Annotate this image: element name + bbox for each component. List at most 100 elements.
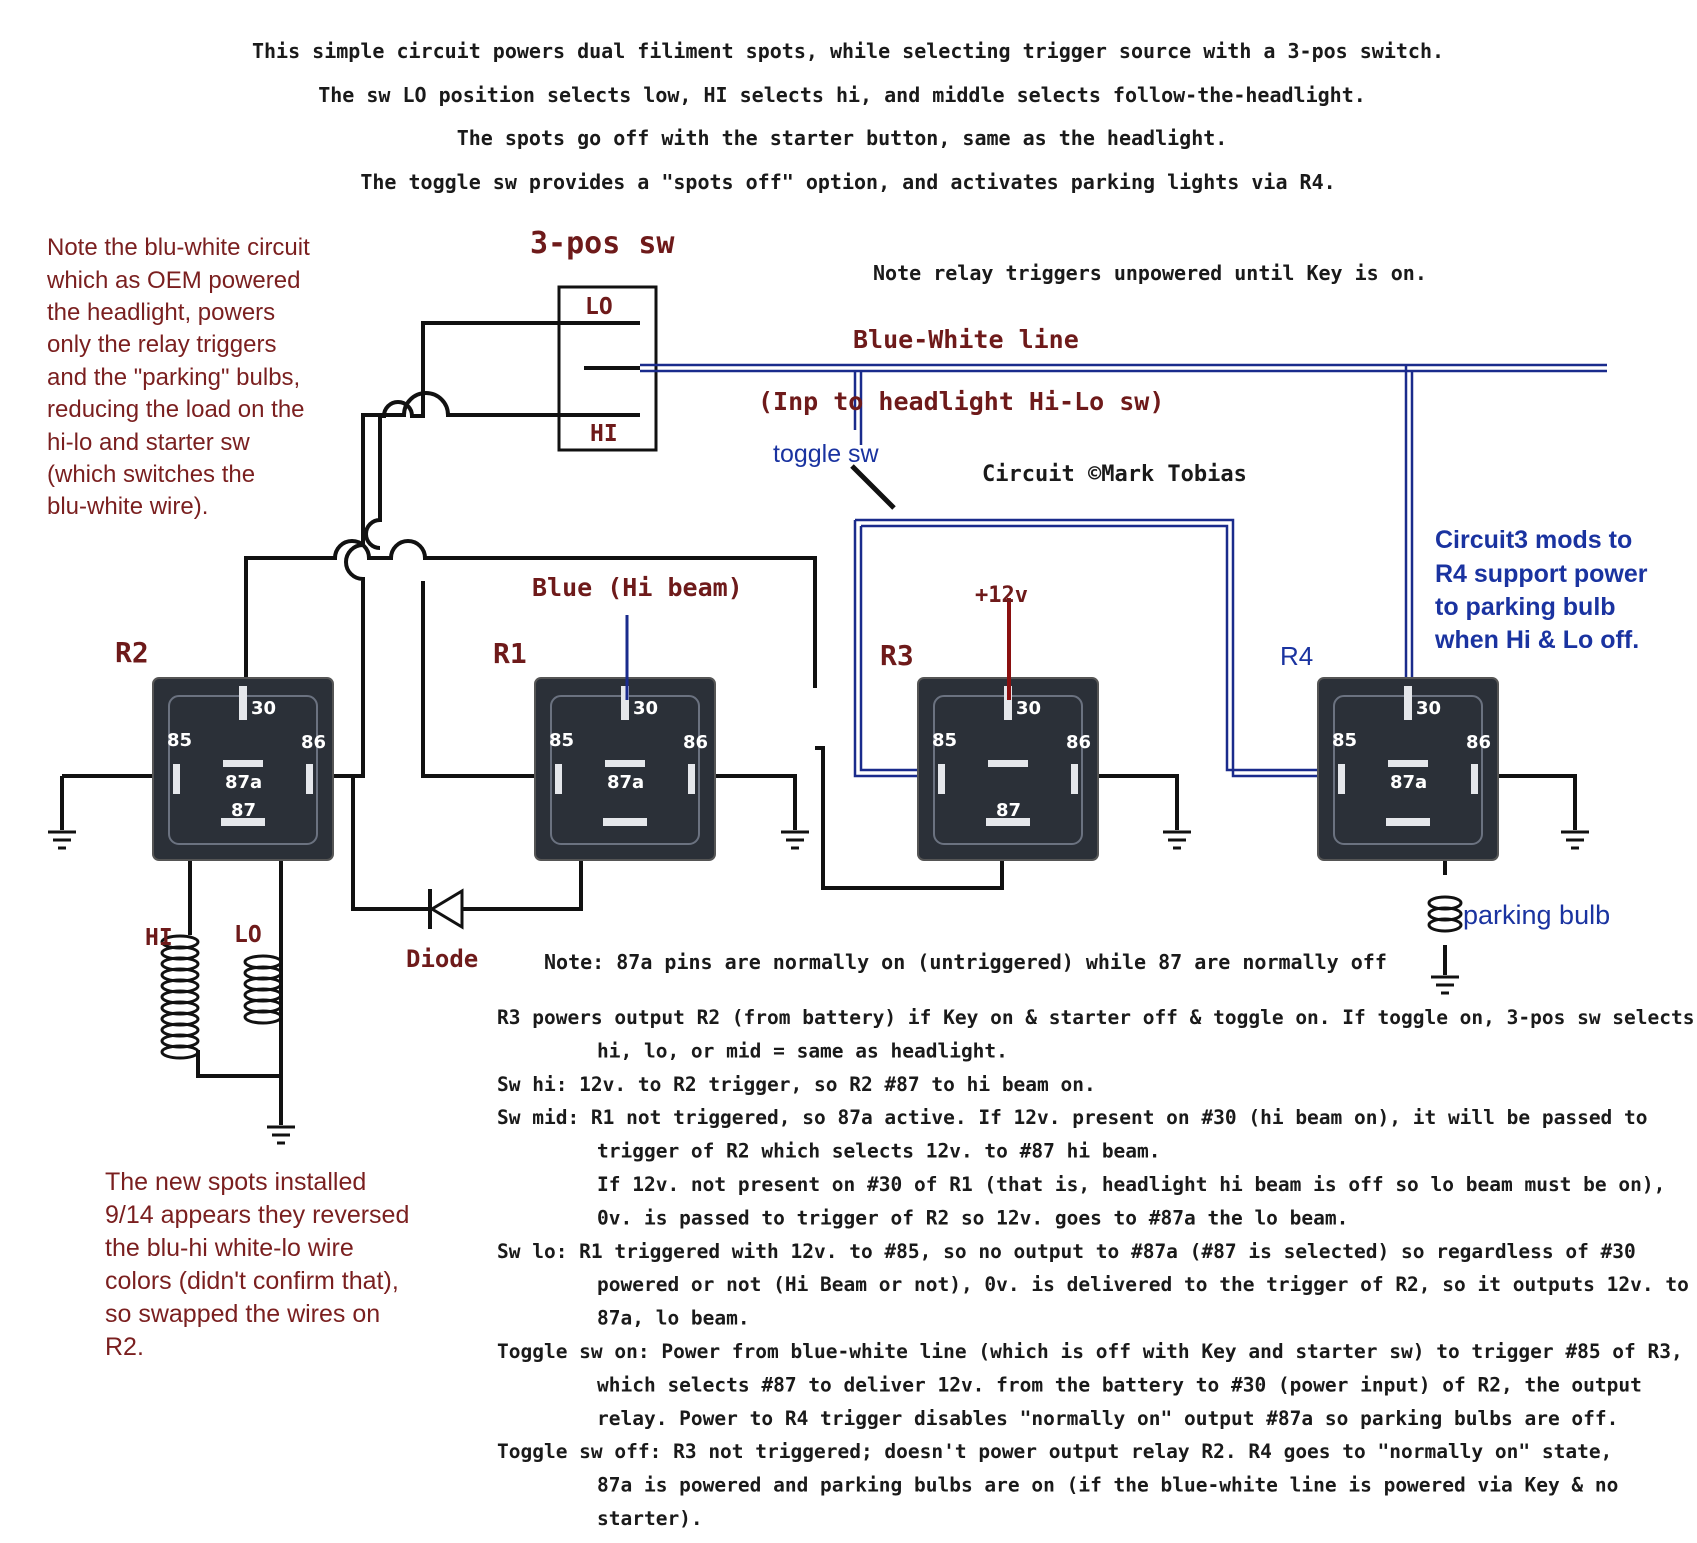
relay-pin-30: [239, 686, 247, 720]
toggle-sw-label: toggle sw: [773, 440, 880, 468]
relay-pin-85-label: 85: [549, 730, 574, 751]
left-note-line: hi-lo and starter sw: [47, 429, 250, 456]
explanation-line: If 12v. not present on #30 of R1 (that i…: [597, 1173, 1665, 1196]
bottom-left-note-line: The new spots installed: [105, 1168, 366, 1196]
relay-pin-87-label: 87: [231, 800, 256, 821]
relay-label: R1: [493, 637, 527, 670]
switch-lo-label: LO: [585, 294, 613, 320]
left-note-line: and the "parking" bulbs,: [47, 364, 300, 391]
right-note-line: Circuit3 mods to: [1435, 526, 1632, 554]
copyright-label: Circuit ©Mark Tobias: [982, 462, 1247, 487]
explanation-line: 87a is powered and parking bulbs are on …: [597, 1474, 1618, 1497]
explanation-line: which selects #87 to deliver 12v. from t…: [597, 1373, 1642, 1396]
header-line-1: This simple circuit powers dual filiment…: [252, 39, 1444, 63]
left-note-line: blu-white wire).: [47, 493, 208, 520]
lo-lamp-label: LO: [234, 922, 262, 948]
bottom-left-note: The new spots installed 9/14 appears the…: [105, 1168, 409, 1361]
three-position-switch: 3-pos sw LO HI: [530, 226, 675, 452]
relay-pin-86-label: 86: [683, 732, 708, 753]
left-note-line: reducing the load on the: [47, 396, 305, 423]
ground-icon: [267, 1125, 295, 1145]
relay-pin-87a: [223, 760, 263, 767]
relay-pin-86: [1071, 764, 1078, 794]
blue-hi-beam-label: Blue (Hi beam): [532, 573, 743, 602]
relay-pin-85-label: 85: [1332, 730, 1357, 751]
explanation-line: Sw mid: R1 not triggered, so 87a active.…: [497, 1106, 1648, 1129]
bottom-left-note-line: 9/14 appears they reversed: [105, 1201, 409, 1229]
relay-pin-85: [555, 764, 562, 794]
left-note-line: Note the blu-white circuit: [47, 234, 310, 261]
explanation-line: Sw lo: R1 triggered with 12v. to #85, so…: [497, 1240, 1636, 1263]
relay-pin-87a-label: 87a: [1390, 772, 1427, 793]
relay-pin-87: [1386, 818, 1430, 826]
ground-symbols: [48, 830, 1589, 1145]
ground-icon: [1163, 830, 1191, 850]
relay-pin-85: [938, 764, 945, 794]
blue-white-line: [640, 363, 1607, 778]
relay-pin-30-label: 30: [251, 698, 276, 719]
relay-pin-30: [621, 686, 629, 720]
inp-headlight-label: (Inp to headlight Hi-Lo sw): [758, 387, 1164, 416]
bottom-left-note-line: so swapped the wires on: [105, 1300, 380, 1328]
explanation-line: relay. Power to R4 trigger disables "nor…: [597, 1407, 1618, 1430]
bottom-left-note-line: colors (didn't confirm that),: [105, 1267, 399, 1295]
relay-pin-30-label: 30: [633, 698, 658, 719]
explanation-line: trigger of R2 which selects 12v. to #87 …: [597, 1140, 1161, 1163]
relay-pin-87a: [1388, 760, 1428, 767]
relay-label: R2: [115, 636, 149, 669]
relay-pin-85: [1338, 764, 1345, 794]
relay-r4: R4 30 85 86 87a: [1280, 641, 1499, 861]
header-line-2: The sw LO position selects low, HI selec…: [318, 83, 1366, 107]
switch-title: 3-pos sw: [530, 226, 675, 261]
relay-pin-87a-label: 87a: [225, 772, 262, 793]
relay-pin-30: [1004, 686, 1012, 720]
explanation-text: R3 powers output R2 (from battery) if Ke…: [497, 1006, 1694, 1530]
relay-pin-87: [986, 818, 1030, 826]
explanation-line: 87a, lo beam.: [597, 1307, 750, 1330]
explanation-line: hi, lo, or mid = same as headlight.: [597, 1039, 1008, 1062]
relay-pin-87a: [605, 760, 645, 767]
ground-icon: [48, 830, 76, 850]
explanation-line: 0v. is passed to trigger of R2 so 12v. g…: [597, 1206, 1348, 1229]
note-87a: Note: 87a pins are normally on (untrigge…: [544, 950, 1387, 974]
blue-white-line-label: Blue-White line: [853, 325, 1079, 354]
ground-icon: [1561, 830, 1589, 850]
explanation-line: Toggle sw on: Power from blue-white line…: [497, 1340, 1683, 1363]
explanation-line: starter).: [597, 1507, 703, 1530]
relay-trigger-note: Note relay triggers unpowered until Key …: [873, 261, 1427, 285]
relay-pin-87a: [988, 760, 1028, 767]
explanation-line: powered or not (Hi Beam or not), 0v. is …: [597, 1273, 1689, 1296]
explanation-line: Sw hi: 12v. to R2 trigger, so R2 #87 to …: [497, 1073, 1096, 1096]
relay-pin-86: [1471, 764, 1478, 794]
relay-label: R3: [880, 639, 914, 672]
relay-pin-85-label: 85: [932, 730, 957, 751]
parking-bulb-label: parking bulb: [1463, 900, 1610, 930]
ground-icon: [1431, 975, 1459, 995]
diode-symbol: [428, 888, 464, 930]
right-note: Circuit3 mods to R4 support power to par…: [1434, 526, 1648, 654]
header-text: This simple circuit powers dual filiment…: [252, 39, 1444, 194]
relay-label: R4: [1280, 641, 1313, 671]
right-note-line: R4 support power: [1435, 560, 1648, 588]
left-note-line: the headlight, powers: [47, 299, 275, 326]
right-note-line: when Hi & Lo off.: [1434, 626, 1639, 654]
switch-hi-label: HI: [590, 421, 618, 447]
header-line-4: The toggle sw provides a "spots off" opt…: [360, 170, 1335, 194]
relay-pin-87: [221, 818, 265, 826]
relay-pin-86: [688, 764, 695, 794]
header-line-3: The spots go off with the starter button…: [457, 126, 1228, 150]
relay-body: [152, 677, 334, 861]
relay-pin-87a-label: 87a: [607, 772, 644, 793]
relay-pin-86-label: 86: [1466, 732, 1491, 753]
plus12v-label: +12v: [975, 583, 1028, 608]
relay-pin-86: [306, 764, 313, 794]
right-note-line: to parking bulb: [1435, 593, 1616, 621]
relay-pin-87: [603, 818, 647, 826]
relay-pin-30-label: 30: [1416, 698, 1441, 719]
switch-box: [557, 285, 658, 452]
hi-lamp-label: HI: [145, 925, 173, 951]
